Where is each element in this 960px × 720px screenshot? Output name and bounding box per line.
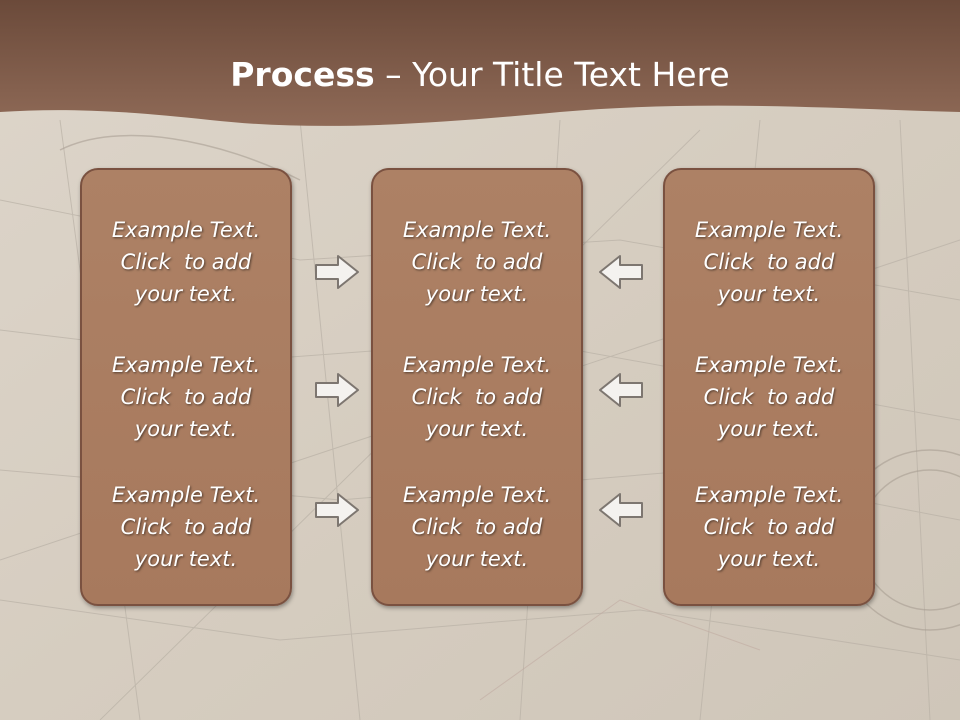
panel-left-text-1[interactable]: Example Text. Click to add your text. (111, 218, 261, 306)
arrow-left-icon (599, 493, 643, 527)
process-panel-left[interactable]: Example Text. Click to add your text. Ex… (80, 168, 292, 606)
panel-right-text-1[interactable]: Example Text. Click to add your text. (694, 218, 844, 306)
panel-center-text-2[interactable]: Example Text. Click to add your text. (402, 353, 552, 441)
title-dash: – (374, 55, 413, 94)
panel-right-text-3[interactable]: Example Text. Click to add your text. (694, 483, 844, 571)
arrow-right-icon (315, 373, 359, 407)
arrow-left-icon (599, 255, 643, 289)
arrow-right-icon (315, 255, 359, 289)
panel-left-text-2[interactable]: Example Text. Click to add your text. (111, 353, 261, 441)
panel-center-text-3[interactable]: Example Text. Click to add your text. (402, 483, 552, 571)
arrow-left-icon (599, 373, 643, 407)
panel-left-text-3[interactable]: Example Text. Click to add your text. (111, 483, 261, 571)
header-band (0, 0, 960, 126)
panel-center-text-1[interactable]: Example Text. Click to add your text. (402, 218, 552, 306)
process-panel-center[interactable]: Example Text. Click to add your text. Ex… (371, 168, 583, 606)
title-bold-part: Process (230, 55, 375, 94)
process-panel-right[interactable]: Example Text. Click to add your text. Ex… (663, 168, 875, 606)
slide-title[interactable]: Process – Your Title Text Here (0, 52, 960, 98)
arrow-right-icon (315, 493, 359, 527)
title-rest: Your Title Text Here (412, 55, 730, 94)
panel-right-text-2[interactable]: Example Text. Click to add your text. (694, 353, 844, 441)
